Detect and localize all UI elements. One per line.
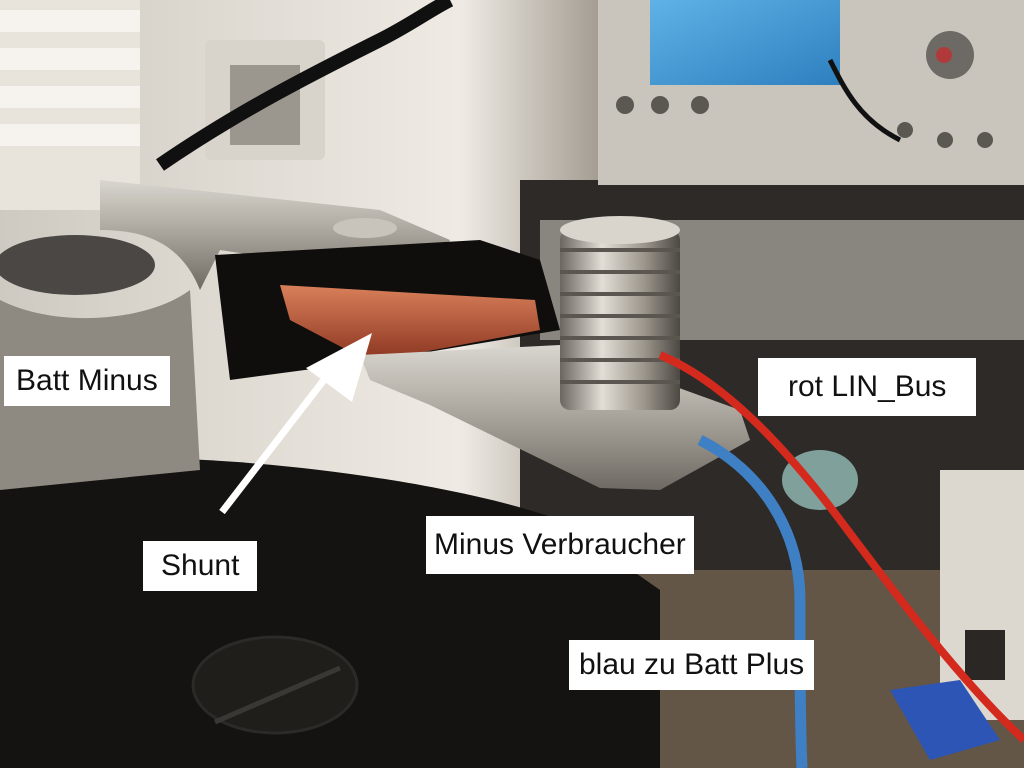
copper-shunt bbox=[280, 285, 540, 362]
blue-tool bbox=[890, 680, 1000, 760]
label-batt-minus: Batt Minus bbox=[4, 356, 170, 406]
red-wire bbox=[658, 351, 1024, 743]
black-cable bbox=[156, 0, 454, 171]
oscilloscope bbox=[598, 0, 1024, 185]
label-shunt: Shunt bbox=[143, 541, 258, 591]
arrow-shunt-pointer bbox=[219, 333, 372, 515]
label-minus-verbraucher: Minus Verbraucher bbox=[426, 516, 694, 574]
battery-terminal-post bbox=[0, 235, 155, 295]
label-blau-zu-batt-plus: blau zu Batt Plus bbox=[569, 640, 815, 690]
window-blinds bbox=[0, 0, 140, 210]
label-rot-lin-bus: rot LIN_Bus bbox=[758, 358, 977, 416]
threaded-bolt bbox=[560, 216, 680, 410]
blue-wire bbox=[697, 435, 808, 768]
battery-vent-cap bbox=[191, 635, 359, 735]
